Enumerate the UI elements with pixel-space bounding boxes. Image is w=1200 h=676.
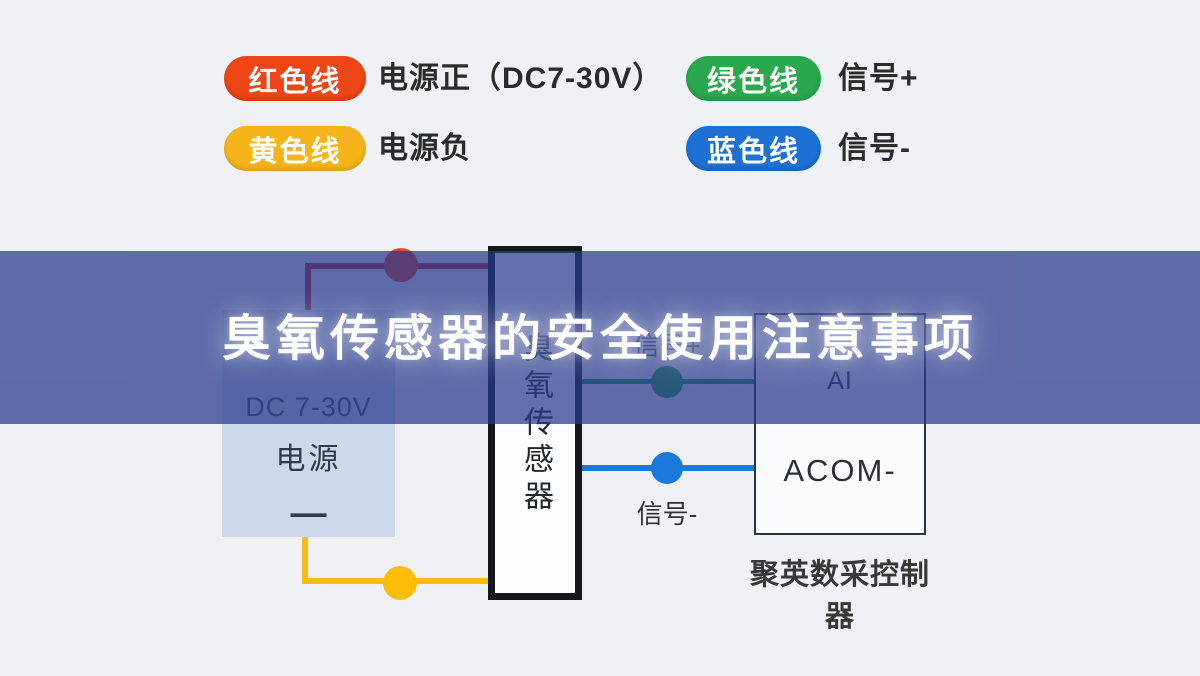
- yellow-junction-dot: [383, 566, 417, 600]
- title-banner-overlay: [0, 251, 1200, 424]
- legend-pill-green-wire: 绿色线: [686, 56, 821, 101]
- power-minus-terminal: —: [290, 492, 327, 533]
- yellow-wire-vertical: [302, 535, 308, 583]
- page-title: 臭氧传感器的安全使用注意事项: [221, 312, 978, 366]
- legend-label-signal-positive: 信号+: [838, 62, 919, 95]
- terminal-acom-label: ACOM-: [783, 453, 897, 488]
- legend-label-signal-negative: 信号-: [838, 132, 911, 165]
- legend-pill-yellow-wire: 黄色线: [224, 126, 366, 171]
- power-name-label: 电源: [275, 443, 342, 476]
- legend-pill-blue-wire: 蓝色线: [686, 126, 821, 171]
- blue-junction-dot: [651, 452, 683, 484]
- legend-label-power-positive: 电源正（DC7-30V）: [378, 62, 664, 95]
- controller-caption: 聚英数采控制器: [749, 559, 930, 633]
- legend-pill-red-wire: 红色线: [224, 56, 366, 101]
- legend-label-power-negative: 电源负: [378, 132, 471, 165]
- signal-minus-wire-label: 信号-: [636, 499, 698, 529]
